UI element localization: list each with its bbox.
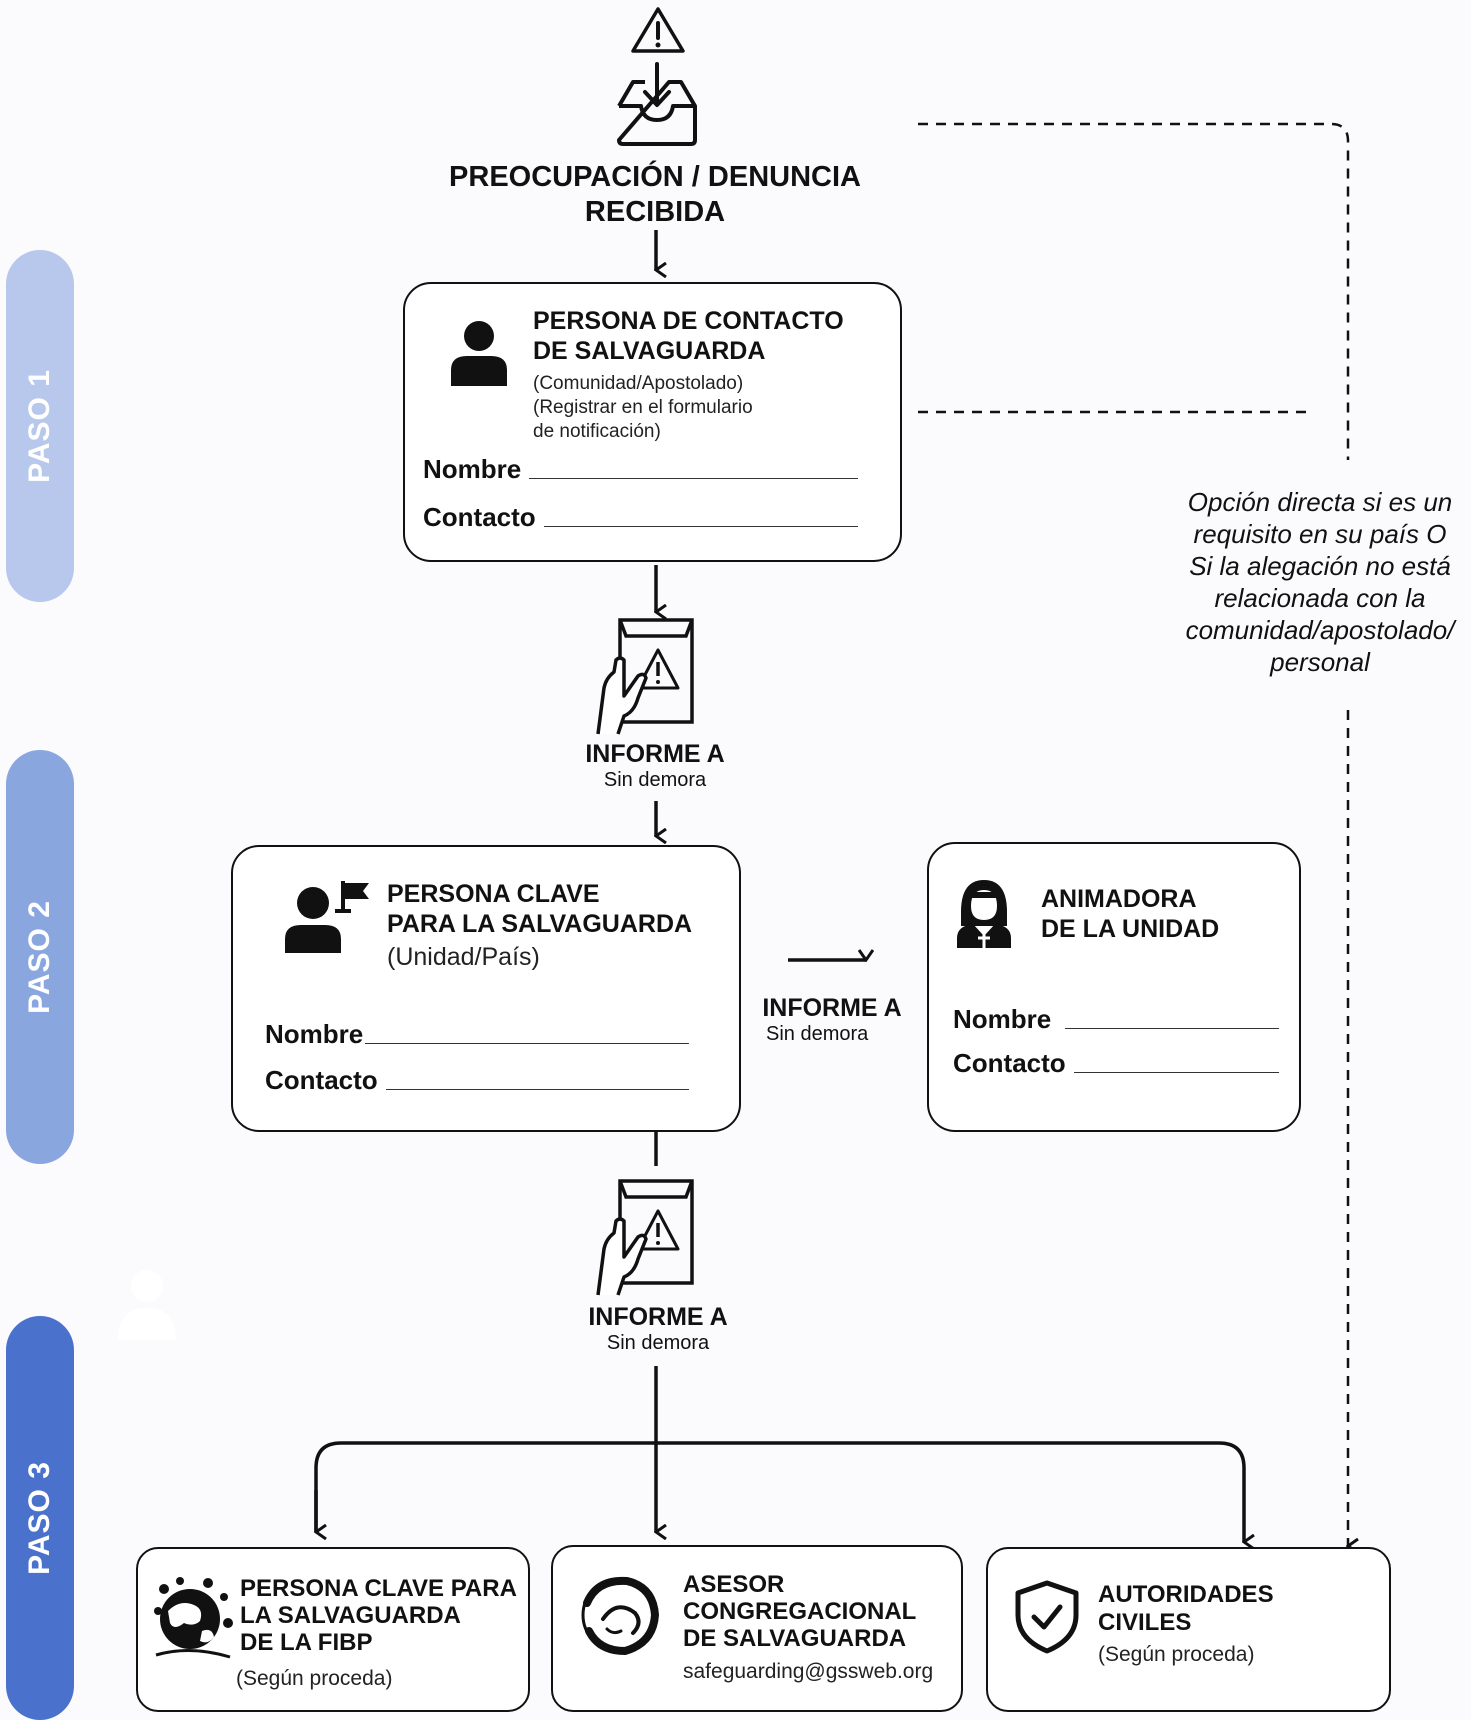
leader-card-name-label: Nombre	[953, 1004, 1052, 1034]
adviser-card-line2: CONGREGACIONAL	[683, 1598, 917, 1625]
contact-card-title-line2: DE SALVAGUARDA	[533, 337, 766, 365]
fibp-card-sub: (Según proceda)	[236, 1667, 393, 1690]
adviser-card-line1: ASESOR	[683, 1571, 785, 1598]
step-2-label: PASO 2	[23, 900, 56, 1014]
leader-card-title-line1: ANIMADORA	[1041, 885, 1197, 913]
key-card-sub: (Unidad/País)	[387, 943, 540, 971]
key-card-title-line2: PARA LA SALVAGUARDA	[387, 910, 693, 938]
contact-card-contact-field[interactable]: Contacto	[423, 502, 858, 532]
civil-authorities-card: AUTORIDADES CIVILES (Según proceda)	[986, 1547, 1391, 1712]
fibp-card-line3: DE LA FIBP	[240, 1629, 373, 1656]
step-2-bar: PASO 2	[6, 750, 74, 1164]
adviser-card-line3: DE SALVAGUARDA	[683, 1625, 907, 1652]
shield-check-icon	[1015, 1580, 1079, 1654]
contact-card-name-label: Nombre	[423, 454, 522, 484]
contact-person-card: PERSONA DE CONTACTO DE SALVAGUARDA (Comu…	[403, 282, 902, 562]
step-1-bar: PASO 1	[6, 250, 74, 602]
nun-icon	[957, 880, 1011, 948]
report-envelope-icon-2	[596, 1179, 694, 1296]
leader-card-contact-field[interactable]: Contacto	[953, 1048, 1279, 1078]
key-card-contact-line	[385, 1089, 689, 1090]
informe-label-1: INFORME A Sin demora	[560, 740, 750, 792]
person-flag-icon	[285, 881, 369, 953]
contact-card-sub-line1: (Comunidad/Apostolado)	[533, 373, 744, 394]
informe-2-sub: Sin demora	[766, 1023, 869, 1045]
informe-1-sub: Sin demora	[603, 769, 707, 791]
fibp-card-line1: PERSONA CLAVE PARA	[240, 1575, 517, 1602]
civil-card-sub: (Según proceda)	[1098, 1643, 1255, 1666]
contact-card-sub-line3: de notificación)	[533, 421, 661, 442]
contact-card-contact-line	[543, 526, 858, 527]
direct-option-note: Opción directa si es un requisito en su …	[1160, 486, 1471, 678]
fibp-card: PERSONA CLAVE PARA LA SALVAGUARDA DE LA …	[136, 1547, 530, 1712]
direct-note-line4: relacionada con la	[1214, 583, 1426, 613]
contact-card-name-field[interactable]: Nombre	[423, 454, 858, 484]
inbox-icon	[617, 62, 697, 146]
informe-label-3: INFORME A Sin demora	[563, 1303, 753, 1355]
congregation-logo	[581, 1576, 660, 1656]
step-3-label: PASO 3	[23, 1461, 56, 1575]
key-person-card: PERSONA CLAVE PARA LA SALVAGUARDA (Unida…	[231, 845, 741, 1132]
step-3-bar: PASO 3	[6, 1316, 74, 1720]
person-icon	[451, 321, 507, 386]
leader-card-name-line	[1065, 1028, 1279, 1029]
fibp-globe-logo	[154, 1577, 233, 1659]
branch-to-fibp-and-civil	[314, 1441, 1244, 1542]
unit-leader-card: ANIMADORA DE LA UNIDAD Nombre Contacto	[927, 842, 1301, 1132]
direct-note-line6: personal	[1270, 647, 1370, 677]
informe-3-sub: Sin demora	[606, 1332, 710, 1354]
key-card-name-label: Nombre	[265, 1019, 364, 1049]
fibp-card-line2: LA SALVAGUARDA	[240, 1602, 461, 1629]
informe-1-title: INFORME A	[585, 740, 725, 768]
contact-card-contact-label: Contacto	[423, 502, 536, 532]
leader-card-title-line2: DE LA UNIDAD	[1041, 915, 1220, 943]
informe-label-2: INFORME A Sin demora	[752, 994, 912, 1046]
leader-card-name-field[interactable]: Nombre	[953, 1004, 1279, 1034]
leader-card-contact-line	[1073, 1072, 1279, 1073]
contact-card-name-line	[529, 478, 858, 479]
contact-card-title-line1: PERSONA DE CONTACTO	[533, 307, 844, 335]
civil-card-line1: AUTORIDADES	[1098, 1581, 1274, 1608]
direct-note-line5: comunidad/apostolado/	[1185, 615, 1455, 645]
key-card-title-line1: PERSONA CLAVE	[387, 880, 600, 908]
step-1-label: PASO 1	[23, 369, 56, 483]
received-title: PREOCUPACIÓN / DENUNCIA RECIBIDA	[400, 160, 910, 230]
key-card-name-line	[365, 1043, 689, 1044]
dashed-direct-top	[918, 122, 1350, 460]
informe-3-title: INFORME A	[588, 1303, 728, 1331]
received-title-line1: PREOCUPACIÓN / DENUNCIA	[449, 161, 861, 193]
key-card-name-field[interactable]: Nombre	[265, 1019, 689, 1049]
informe-2-title: INFORME A	[762, 994, 902, 1022]
civil-card-line2: CIVILES	[1098, 1609, 1192, 1636]
faint-person-watermark	[118, 1270, 176, 1340]
direct-note-line3: Si la alegación no está	[1189, 551, 1451, 581]
report-envelope-icon	[596, 618, 694, 735]
direct-note-line2: requisito en su país O	[1193, 519, 1447, 549]
contact-card-sub-line2: (Registrar en el formulario	[533, 397, 753, 418]
direct-note-line1: Opción directa si es un	[1187, 487, 1453, 517]
leader-card-contact-label: Contacto	[953, 1048, 1066, 1078]
warning-icon	[631, 7, 685, 53]
adviser-card-email[interactable]: safeguarding@gssweb.org	[683, 1660, 934, 1683]
key-card-contact-label: Contacto	[265, 1065, 378, 1095]
congregational-adviser-card: ASESOR CONGREGACIONAL DE SALVAGUARDA saf…	[551, 1545, 963, 1712]
key-card-contact-field[interactable]: Contacto	[265, 1065, 689, 1095]
received-title-line2: RECIBIDA	[584, 196, 726, 228]
